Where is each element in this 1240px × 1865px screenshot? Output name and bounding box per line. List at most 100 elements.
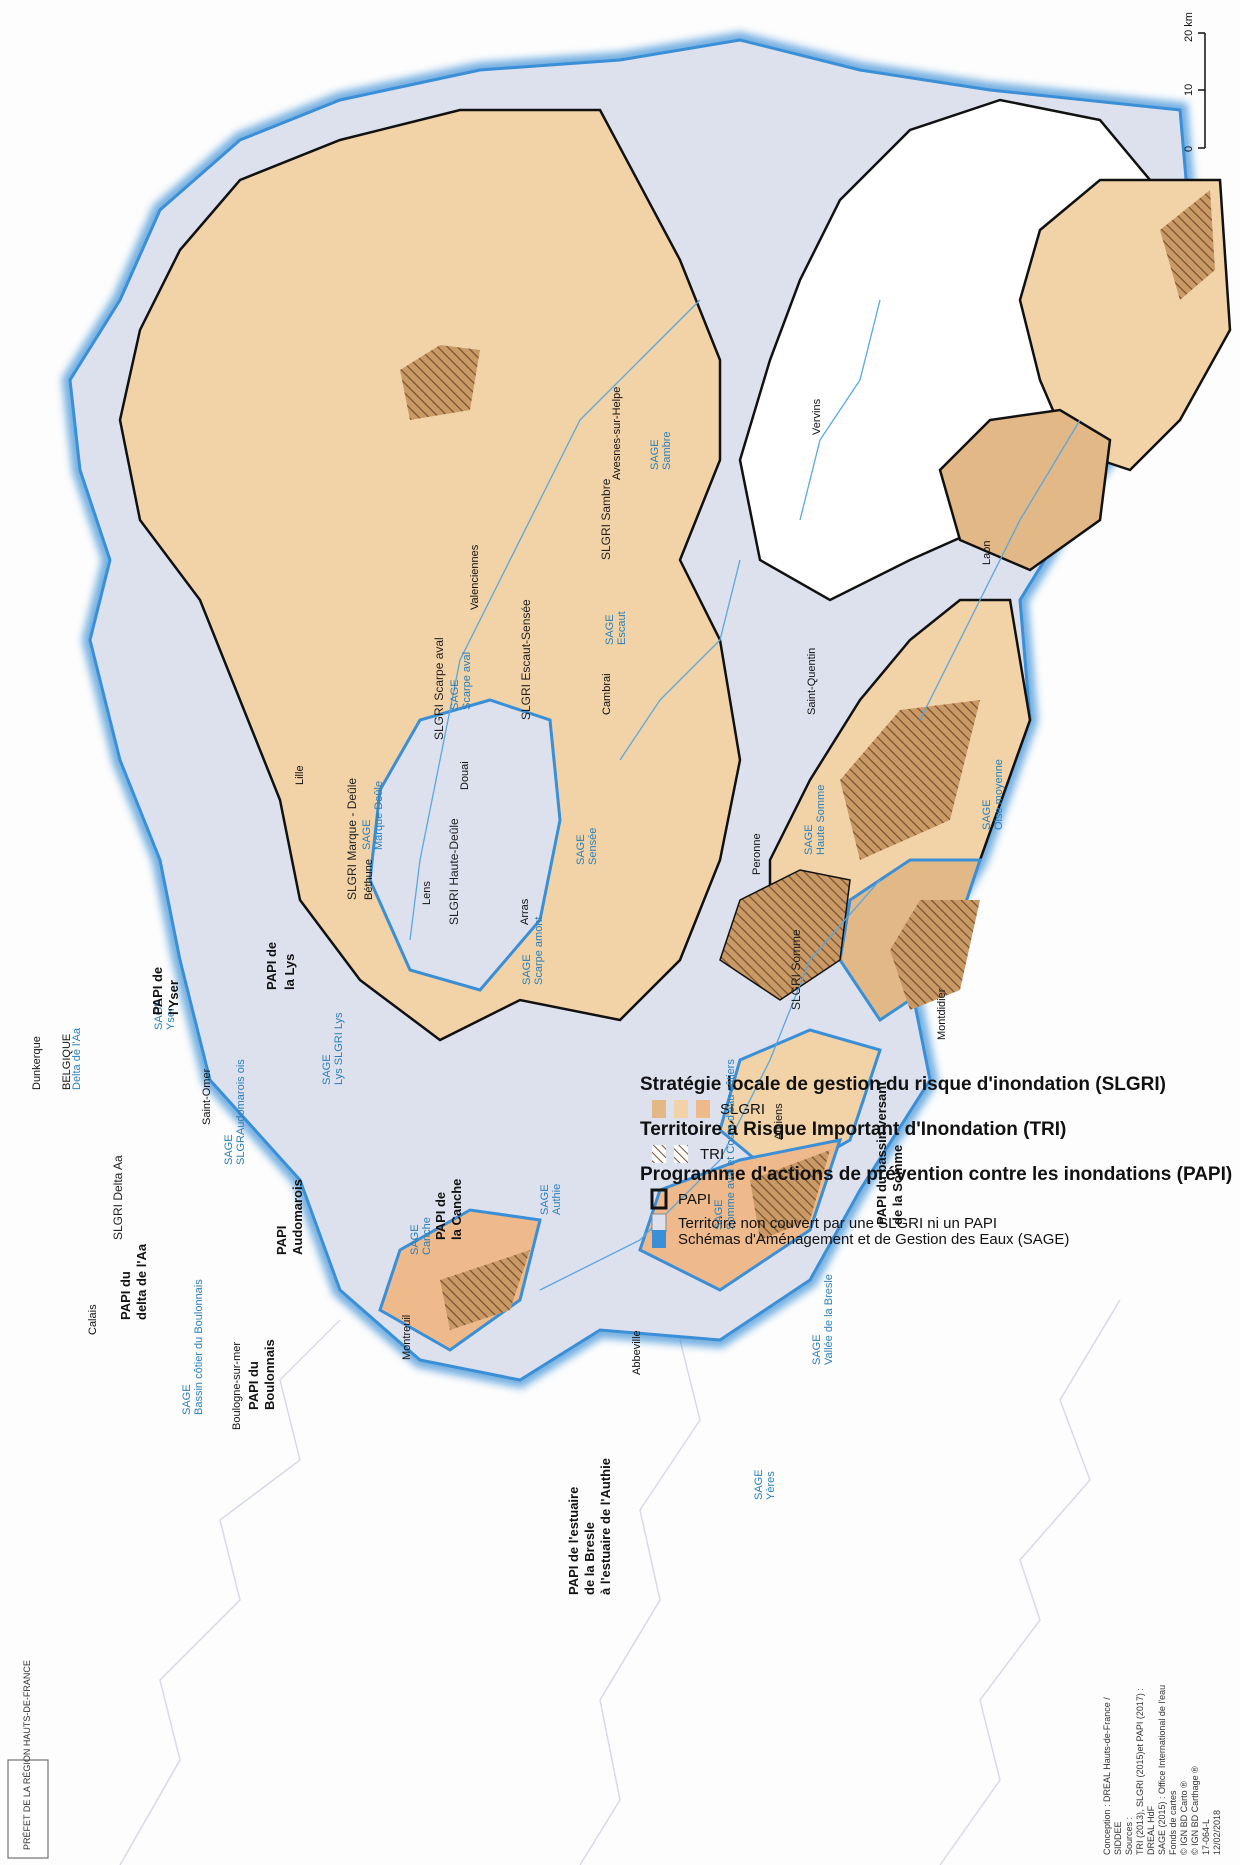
- credit-line-10: 12/02/2018: [1212, 1810, 1222, 1855]
- sage-authie-1: SAGE: [539, 1184, 551, 1215]
- credit-line-5: SAGE (2015) : Office International de l'…: [1157, 1685, 1167, 1855]
- sage-canche-1: SAGE: [409, 1224, 421, 1255]
- legend-slgri-label: SLGRI: [720, 1101, 765, 1118]
- place-laon: Laon: [981, 541, 993, 565]
- legend-slgri-swatch-2: [674, 1100, 688, 1118]
- place-labels: Dunkerque BELGIQUE Calais Saint-Omer Bou…: [31, 387, 993, 1430]
- sage-yeres-2: Yères: [765, 1471, 777, 1500]
- sage-bresle-2: Vallée de la Bresle: [823, 1274, 835, 1365]
- credit-line-7: © IGN BD Carto ®: [1179, 1781, 1189, 1855]
- papi-yser-1: PAPI de: [150, 967, 165, 1015]
- sage-sensee-1: SAGE: [575, 834, 587, 865]
- legend-papi-label: PAPI: [678, 1191, 711, 1208]
- sage-escaut-2: Escaut: [616, 611, 628, 645]
- slgri-haute-deule-area: [719, 869, 851, 1001]
- slgri-somme: SLGRI Somme: [789, 929, 803, 1010]
- sage-somme-aval-2: Somme aval et Cours d'eau côtiers: [725, 1059, 737, 1230]
- place-montreuil: Montreuil: [401, 1315, 413, 1360]
- legend-papi-title: Programme d'actions de prévention contre…: [640, 1164, 1232, 1185]
- place-avesnes: Avesnes-sur-Helpe: [611, 387, 623, 480]
- rivers: [409, 299, 1081, 1291]
- place-valenciennes: Valenciennes: [469, 544, 481, 610]
- place-saint-quentin: Saint-Quentin: [806, 648, 818, 715]
- tri-amiens: [400, 345, 480, 420]
- legend-sage-swatch: [652, 1230, 666, 1248]
- place-calais: Calais: [87, 1304, 99, 1335]
- papi-labels: PAPI du delta de l'Aa PAPI de l'Yser PAP…: [118, 942, 905, 1595]
- legend-tri-swatch-2: [674, 1145, 688, 1163]
- credit-line-2: Sources :: [1124, 1817, 1134, 1855]
- slgri-audomarois-area: [938, 408, 1112, 572]
- legend-papi-swatch: [650, 1188, 668, 1210]
- papi-audo-1: PAPI: [274, 1226, 289, 1255]
- credit-line-6: Fonds de cartes: [1168, 1790, 1178, 1855]
- place-lille: Lille: [294, 765, 306, 785]
- papi-boulonnais-2: Boulonnais: [262, 1339, 277, 1410]
- sage-scarpe-amont-2: Scarpe amont: [533, 917, 545, 985]
- sage-boulonnais-2: Bassin côtier du Boulonnais: [193, 1279, 205, 1415]
- legend-slgri-swatch-1: [652, 1100, 666, 1118]
- sage-marque-1: SAGE: [361, 819, 373, 850]
- papi-lys-1: PAPI de: [264, 942, 279, 990]
- sage-canche-2: Canche: [421, 1217, 433, 1255]
- sage-bresle-1: SAGE: [811, 1334, 823, 1365]
- place-douai: Douai: [459, 761, 471, 790]
- prefet-logo: PRÉFET DE LA RÉGION HAUTS-DE-FRANCE: [7, 1660, 49, 1859]
- papi-delta-aa-2: delta de l'Aa: [134, 1243, 149, 1320]
- sage-yser-1: SAGE: [153, 999, 165, 1030]
- slgri-sambre: SLGRI Sambre: [599, 478, 613, 560]
- legend-slgri-swatch-3: [696, 1100, 710, 1118]
- legend-tri-title: Territoire à Risque Important d'Inondati…: [640, 1119, 1066, 1140]
- background-boundaries: [119, 1249, 1121, 1865]
- legend-uncovered-label: Territoire non couvert par une SLGRI ni …: [678, 1215, 997, 1232]
- place-bethune: Béthune: [363, 859, 375, 900]
- sage-delta-aa: Delta de l'Aa: [71, 1027, 83, 1090]
- sage-boulonnais-1: SAGE: [181, 1384, 193, 1415]
- slgri-delta-aa: SLGRI Delta Aa: [111, 1155, 125, 1240]
- legend-tri-swatch-1: [652, 1145, 666, 1163]
- papi-yser-2: l'Yser: [166, 980, 181, 1015]
- tri-valenciennes: [750, 1150, 830, 1240]
- logo-text: PRÉFET DE LA RÉGION HAUTS-DE-FRANCE: [22, 1660, 32, 1850]
- papi-lys-2: la Lys: [282, 954, 297, 990]
- place-arras: Arras: [519, 898, 531, 925]
- place-abbeville: Abbeville: [631, 1330, 643, 1375]
- sage-somme-aval-1: SAGE: [713, 1199, 725, 1230]
- sage-oise-2: Oise moyenne: [993, 759, 1005, 830]
- place-cambrai: Cambrai: [601, 673, 613, 715]
- credit-line-8: © IGN BD Carthage ®: [1190, 1766, 1200, 1855]
- sage-scarpe-aval-1: SAGE: [449, 679, 461, 710]
- papi-boulonnais-1: PAPI du: [246, 1361, 261, 1410]
- legend: Stratégie locale de gestion du risque d'…: [640, 1074, 1232, 1248]
- tri-sambre: [440, 1250, 530, 1330]
- sage-labels: Delta de l'Aa SAGE Yser SAGE Lys SLGRI L…: [71, 431, 1005, 1500]
- sage-lys-1: SAGE: [321, 1054, 333, 1085]
- sage-authie-2: Authie: [551, 1184, 563, 1215]
- papi-canche-2: la Canche: [449, 1179, 464, 1240]
- place-vervins: Vervins: [811, 398, 823, 435]
- slgri-escaut: SLGRI Escaut-Sensée: [519, 599, 533, 720]
- papi-bresle-2: de la Bresle: [582, 1522, 597, 1595]
- place-dunkerque: Dunkerque: [31, 1036, 43, 1090]
- place-amiens: Amiens: [773, 1103, 785, 1140]
- haute-somme-area: [368, 698, 562, 992]
- papi-delta-aa-1: PAPI du: [118, 1271, 133, 1320]
- slgri-haute-deule: SLGRI Haute-Deûle: [447, 818, 461, 925]
- region-map: [61, 31, 1232, 1389]
- sage-lys-2: Lys SLGRI Lys: [333, 1012, 345, 1085]
- place-saint-omer: Saint-Omer: [201, 1068, 213, 1125]
- slgri-somme-area: [118, 108, 742, 1042]
- sage-sambre-1: SAGE: [649, 439, 661, 470]
- place-belgique: BELGIQUE: [61, 1034, 73, 1090]
- papi-somme-1: PAPI du bassin versant: [874, 1081, 889, 1225]
- papi-canche-1: PAPI de: [433, 1192, 448, 1240]
- credit-line-1: SIDDEE: [1113, 1821, 1123, 1855]
- papi-bresle-3: à l'estuaire de l'Authie: [598, 1458, 613, 1595]
- sage-audo-1: SAGE: [223, 1134, 235, 1165]
- papi-somme-2: de la Somme: [890, 1145, 905, 1225]
- scale-bar: 0 10 20 km: [1183, 12, 1206, 152]
